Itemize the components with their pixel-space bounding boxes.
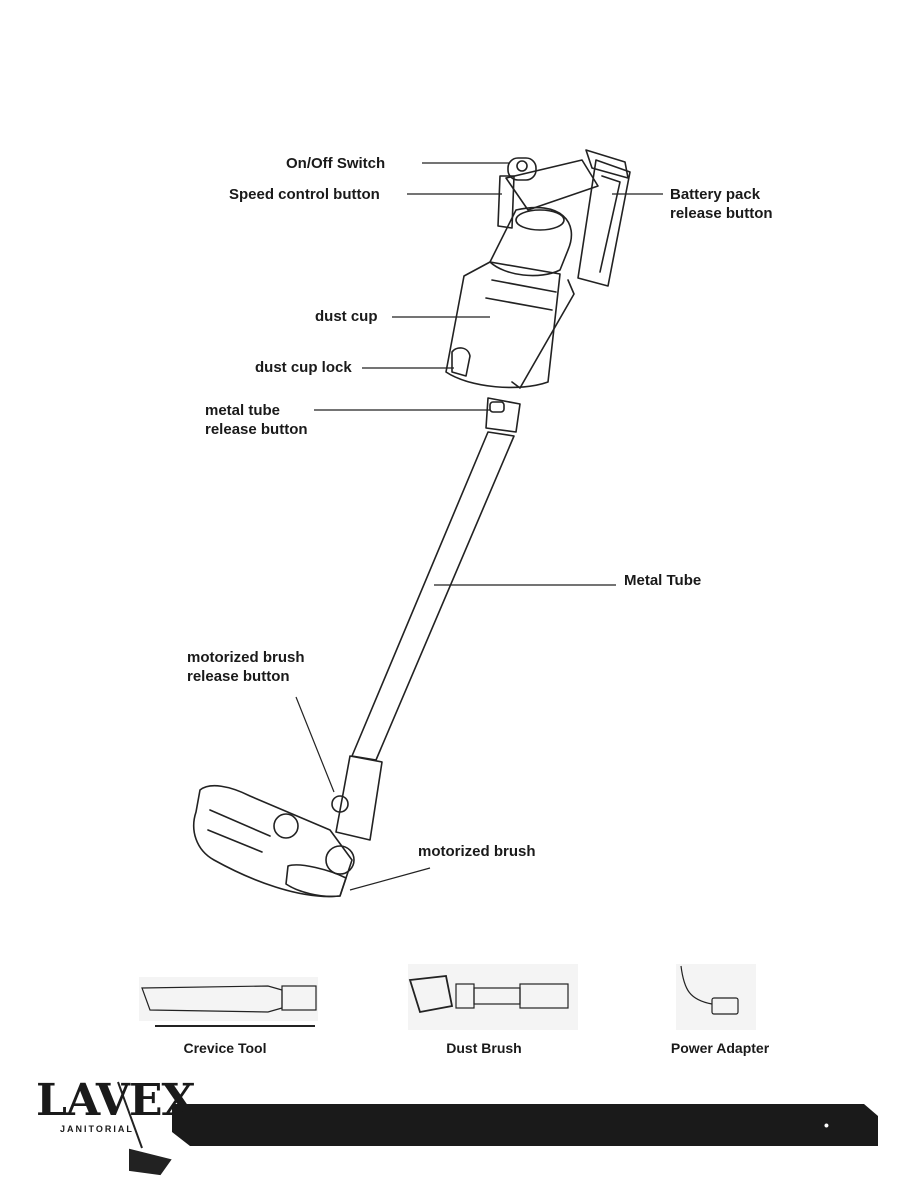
crevice-tool-icon	[139, 977, 318, 1027]
label-brush-release: motorized brush release button	[187, 649, 305, 685]
motor-housing	[489, 206, 573, 277]
label-battery-release: Battery pack release button	[670, 186, 773, 222]
label-metal-tube: Metal Tube	[624, 572, 702, 589]
label-motorized-brush: motorized brush	[418, 843, 536, 860]
dust-cup	[445, 261, 561, 389]
dust-brush-icon	[408, 964, 578, 1030]
label-speed-control: Speed control button	[229, 186, 380, 203]
label-dust-cup: dust cup	[315, 308, 378, 325]
handle	[505, 159, 599, 211]
label-metal-tube-release: metal tube release button	[205, 402, 308, 438]
logo-text: LAVEX	[36, 1075, 196, 1126]
logo-subtext: JANITORIAL	[60, 1124, 134, 1134]
metal-tube-shape	[351, 431, 515, 761]
label-dust-brush: Dust Brush	[446, 1040, 522, 1056]
power-adapter-icon	[676, 964, 756, 1030]
label-on-off-switch: On/Off Switch	[286, 155, 386, 172]
label-crevice-tool: Crevice Tool	[183, 1040, 267, 1056]
label-power-adapter: Power Adapter	[670, 1040, 770, 1056]
brush-head	[192, 784, 353, 898]
logo-broom	[117, 1081, 172, 1176]
battery-pack	[577, 159, 631, 287]
page-marker: •	[824, 1117, 829, 1133]
footer-bar	[172, 1104, 878, 1146]
label-dust-cup-lock: dust cup lock	[255, 359, 352, 376]
lavex-logo: LAVEX JANITORIAL	[36, 1075, 196, 1135]
